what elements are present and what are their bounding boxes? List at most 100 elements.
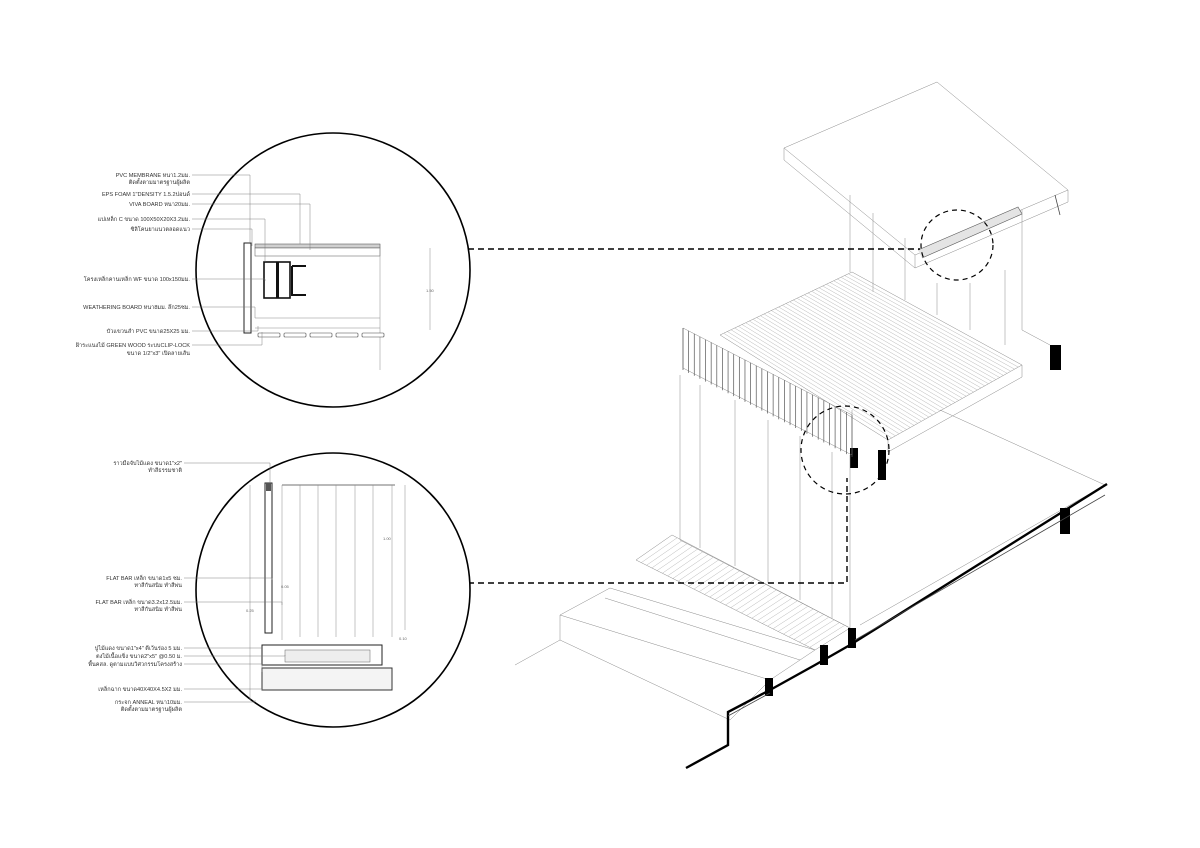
railing-detail-label: ตงไม้เนื้อแข็ง ขนาด2"x5" @0.50 ม. bbox=[96, 652, 182, 660]
deck-plank bbox=[782, 305, 952, 405]
railing-detail-label: ปูไม้แดง ขนาด1"x4" ตีเว้นร่อง 5 มม. bbox=[95, 645, 183, 652]
soffit-plank bbox=[283, 332, 307, 338]
deck-plank bbox=[778, 306, 948, 407]
focus-zone-railing bbox=[800, 405, 890, 495]
roof-detail-label: PVC MEMBRANE หนา1.2มม. bbox=[116, 173, 191, 179]
deck-plank bbox=[723, 333, 892, 439]
ground-plank bbox=[641, 537, 678, 563]
deck-plank bbox=[749, 320, 918, 424]
deck-plank bbox=[767, 312, 937, 414]
ground-plank bbox=[683, 559, 720, 585]
deck-plank bbox=[848, 273, 1019, 368]
deck-plank bbox=[807, 292, 978, 391]
roof-detail-label: บัวแขวนสำ PVC ขนาด25X25 มม. bbox=[107, 328, 191, 335]
soffit-planks bbox=[257, 332, 385, 338]
ground-plank bbox=[809, 625, 845, 648]
ground-plank bbox=[651, 543, 688, 569]
ground-terrace bbox=[514, 409, 1106, 721]
roof-detail-label: WEATHERING BOARD หนา8มม. ลึก25ซม. bbox=[83, 304, 190, 311]
railing-detail-label: ราวมือจับไม้แดง ขนาด1"x2" bbox=[113, 460, 182, 467]
ground-plank bbox=[667, 551, 704, 577]
dimension-bar-spacing: 0.05 bbox=[281, 584, 290, 589]
roof-detail-leader-line bbox=[192, 203, 311, 250]
roof-detail-label: โครงเหล็กคานเหล็ก WF ขนาด 100x150มม. bbox=[84, 275, 191, 283]
roof-detail-label: ซิลิโคนยาแนวตลอดแนว bbox=[130, 225, 190, 233]
railing-detail-leader-line bbox=[184, 663, 263, 672]
ground-plank bbox=[751, 594, 788, 619]
ground-plank bbox=[783, 611, 819, 635]
deck-plank bbox=[837, 278, 1008, 374]
roof-detail-leader-line bbox=[192, 306, 256, 318]
deck-plank bbox=[734, 327, 904, 432]
railing-detail-leader-line bbox=[184, 577, 273, 580]
callout-top: 1.50 PVC MEMBRANE หนา1.2มม.ติดตั้งตามมาต… bbox=[76, 132, 471, 408]
railing-detail-leader-line bbox=[184, 601, 283, 605]
deck-planks bbox=[723, 273, 1019, 439]
deck-plank bbox=[829, 282, 1000, 378]
railing-detail-label: กระจก ANNEAL หนา10มม. bbox=[115, 700, 183, 706]
soffit-plank bbox=[257, 332, 281, 338]
deck-plank bbox=[760, 315, 930, 418]
ground-plank bbox=[762, 600, 798, 624]
railing-detail-label: ทำสีธรรมชาติ bbox=[148, 467, 182, 474]
roof-detail-label: ฝ้าระแนงไม้ GREEN WOOD ระบบCLIP-LOCK bbox=[76, 342, 191, 349]
ground-plank bbox=[772, 605, 809, 630]
railing-detail-label: ทาสีกันสนิม ทำสีพ่น bbox=[134, 606, 182, 613]
deck-plank bbox=[796, 298, 967, 397]
roof-detail-leader-line bbox=[192, 278, 266, 281]
upper-deck bbox=[719, 271, 1061, 480]
ground-plank bbox=[688, 562, 725, 587]
deck-plank bbox=[756, 317, 926, 420]
roof-detail-label: EPS FOAM 1"DENSITY 1.5.2ปอนด์ bbox=[102, 190, 190, 198]
soffit-plank bbox=[309, 332, 333, 338]
deck-plank bbox=[826, 284, 997, 380]
roof-detail-label: แปเหล็ก C ขนาด 100X50X20X3.2มม. bbox=[98, 215, 191, 223]
deck-plank bbox=[811, 291, 982, 389]
dimension-post-offset: 0.25 bbox=[246, 608, 255, 613]
ground-plank bbox=[699, 567, 735, 592]
railing-detail-leader-line bbox=[184, 688, 263, 690]
deck-plank bbox=[774, 308, 944, 409]
ground-plank bbox=[677, 556, 715, 582]
callout-top-labels: PVC MEMBRANE หนา1.2มม.ติดตั้งตามมาตรฐานผ… bbox=[76, 173, 311, 357]
soffit-plank bbox=[361, 332, 385, 338]
deck-plank bbox=[785, 303, 956, 403]
deck-plank bbox=[818, 287, 989, 384]
balustrade bbox=[682, 327, 853, 457]
deck-plank bbox=[730, 329, 900, 434]
leader-link-bottom bbox=[468, 478, 848, 584]
ground-plank bbox=[756, 597, 793, 622]
dimension-roof: 1.50 bbox=[426, 288, 435, 293]
deck-plank bbox=[789, 301, 959, 401]
ground-plank bbox=[778, 608, 814, 632]
ground-plank bbox=[714, 575, 751, 600]
railing-detail-label: ทาสีกันสนิม ทำสีพ่น bbox=[134, 582, 182, 589]
deck-plank bbox=[833, 280, 1004, 376]
deck-plank bbox=[738, 326, 907, 430]
roof-detail-leader-line bbox=[192, 193, 301, 244]
ground-plank bbox=[730, 584, 767, 608]
ground-plank bbox=[793, 616, 830, 640]
section-cut-line bbox=[685, 482, 1108, 770]
ground-plank bbox=[746, 592, 783, 616]
railing-detail-label: FLAT BAR เหล็ก ขนาด1x5 ซม. bbox=[106, 574, 182, 582]
isometric-building bbox=[514, 81, 1108, 770]
roof-detail-label: VIVA BOARD หนา20มม. bbox=[129, 202, 190, 208]
ground-plank bbox=[788, 614, 824, 637]
ground-plank bbox=[725, 581, 762, 606]
railing-detail-label: เหล็กฉาก ขนาด40X40X4.5X2 มม. bbox=[98, 685, 182, 693]
dimension-rail-height: 1.00 bbox=[383, 536, 392, 541]
ground-deck-planks bbox=[641, 537, 845, 648]
deck-plank bbox=[804, 294, 974, 393]
roof-detail-leader-line bbox=[192, 218, 266, 262]
deck-plank bbox=[793, 299, 963, 399]
ground-plank bbox=[709, 573, 746, 598]
ground-plank bbox=[656, 545, 694, 571]
roof-slab bbox=[783, 81, 1069, 269]
deck-plank bbox=[752, 319, 922, 422]
railing-detail-leader-line bbox=[184, 700, 256, 703]
deck-plank bbox=[840, 277, 1011, 372]
ground-plank bbox=[735, 586, 772, 611]
ground-plank bbox=[646, 540, 683, 566]
